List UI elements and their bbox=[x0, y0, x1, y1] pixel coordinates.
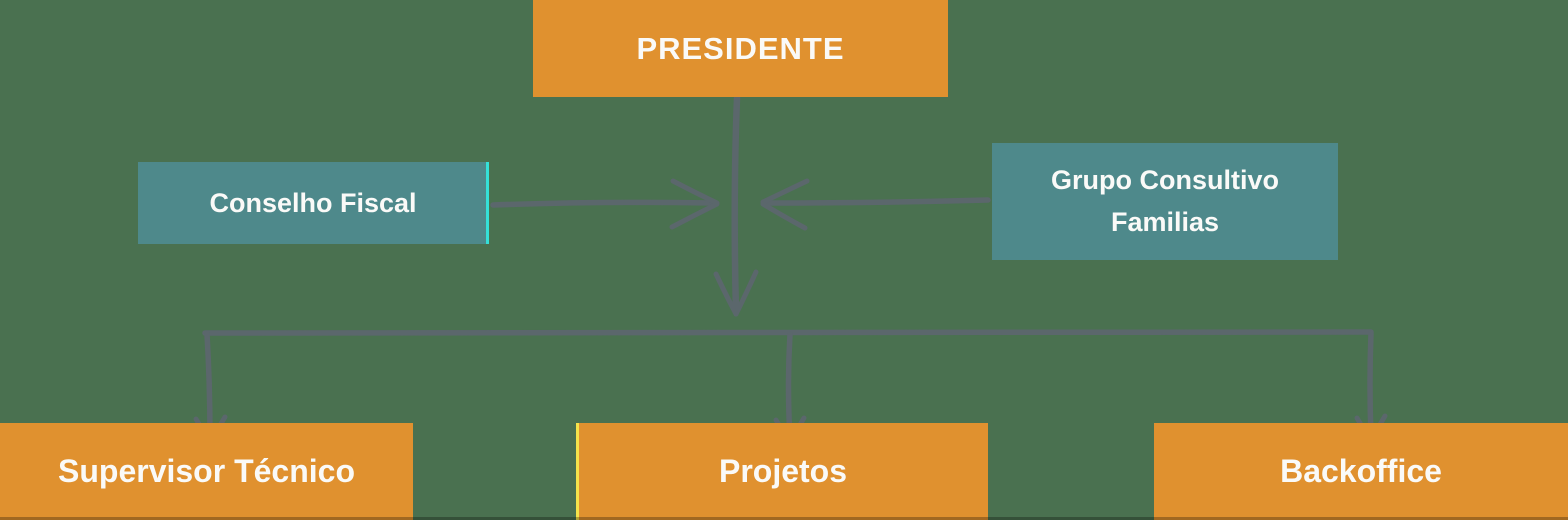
conselho-right-accent-strip bbox=[486, 162, 489, 244]
org-node-backoffice-label: Backoffice bbox=[1280, 453, 1442, 489]
org-node-grupo-consultivo-label: Grupo Consultivo Familias bbox=[1051, 164, 1279, 237]
org-node-conselho-fiscal: Conselho Fiscal bbox=[138, 162, 489, 244]
projetos-left-accent-strip bbox=[576, 423, 579, 520]
connector-distribution-line bbox=[202, 328, 1374, 336]
connector-conselho-right-arrow bbox=[490, 178, 720, 230]
org-node-conselho-fiscal-label: Conselho Fiscal bbox=[209, 187, 417, 218]
connector-presidente-down-arrow bbox=[713, 94, 759, 317]
org-node-backoffice: Backoffice bbox=[1154, 423, 1568, 520]
connector-grupo-left-arrow bbox=[760, 178, 991, 231]
org-node-supervisor-tecnico-label: Supervisor Técnico bbox=[58, 453, 355, 489]
org-node-supervisor-tecnico: Supervisor Técnico bbox=[0, 423, 413, 520]
org-node-projetos: Projetos bbox=[576, 423, 988, 520]
org-node-projetos-label: Projetos bbox=[718, 453, 848, 489]
org-node-presidente: PRESIDENTE bbox=[533, 0, 948, 97]
canvas-bottom-edge bbox=[0, 517, 1568, 520]
org-node-grupo-consultivo: Grupo Consultivo Familias bbox=[992, 143, 1338, 260]
org-node-presidente-label: PRESIDENTE bbox=[636, 30, 845, 66]
